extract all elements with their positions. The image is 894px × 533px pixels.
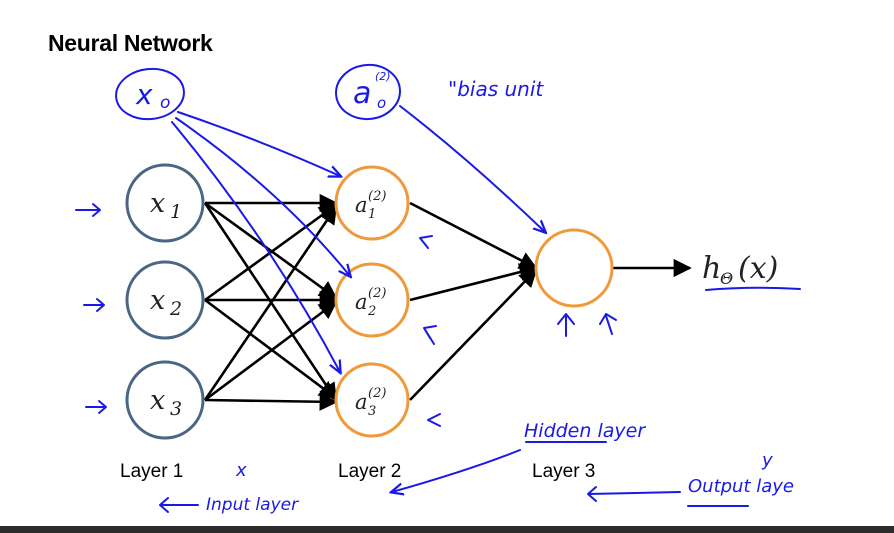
input-arrow-1 — [75, 203, 101, 217]
node-x3-sub: 3 — [170, 398, 182, 420]
output-theta: Θ — [720, 269, 733, 288]
node-a2-label: a — [355, 290, 368, 314]
input-layer-arrow — [159, 497, 199, 513]
output-arg: (x) — [738, 251, 778, 286]
node-a1-label: a — [355, 193, 368, 217]
node-x1-sub: 1 — [170, 201, 182, 223]
output-label: h Θ (x) — [702, 251, 801, 291]
node-a3 — [334, 362, 410, 438]
node-a2 — [334, 262, 410, 338]
layer-1-label: Layer 1 — [120, 461, 184, 482]
node-a1 — [334, 165, 410, 241]
node-output — [534, 228, 614, 308]
output-underline — [705, 286, 801, 291]
x0-arrow-a3 — [171, 121, 340, 372]
node-a1-sup: (2) — [368, 189, 386, 204]
node-a1-sub: 1 — [368, 207, 376, 222]
edge-x3-a2 — [204, 300, 338, 402]
node-x2-sub: 2 — [169, 298, 182, 320]
connection-lines — [203, 193, 692, 411]
layer-3-label: Layer 3 — [532, 461, 596, 482]
hidden-tick-3 — [427, 413, 441, 427]
hidden-layer-arrow — [392, 449, 521, 492]
node-a3-sup: (2) — [368, 386, 386, 401]
output-layer-note: Output laye — [688, 476, 794, 497]
node-x3 — [125, 360, 205, 440]
output-h: h — [702, 251, 721, 286]
edge-a2-out — [409, 263, 538, 302]
x-mark: x — [235, 460, 247, 481]
a0-sub: o — [377, 94, 386, 112]
node-a3-label: a — [355, 390, 368, 414]
output-layer-arrow — [587, 486, 681, 502]
x0-sub: o — [160, 93, 170, 113]
node-x2-label: x — [150, 285, 165, 316]
node-x2 — [125, 260, 205, 340]
page-title: Neural Network — [48, 30, 213, 56]
a0-sup: (2) — [375, 70, 391, 83]
input-arrow-3 — [85, 400, 107, 414]
node-x1-label: x — [150, 188, 165, 219]
node-a3-sub: 3 — [368, 404, 376, 419]
edge-x3-a3 — [204, 392, 338, 411]
x0-bias-circle — [115, 67, 185, 121]
node-a2-sub: 2 — [367, 304, 376, 319]
node-x3-label: x — [150, 385, 165, 416]
hidden-tick-2 — [423, 325, 437, 345]
a0-label: a — [353, 76, 371, 111]
a0-arrow-output — [399, 105, 545, 232]
hidden-layer-note: Hidden layer — [524, 420, 646, 442]
node-x1 — [125, 163, 205, 243]
output-up-arrow-2 — [599, 313, 617, 335]
x0-arrow-a1 — [177, 111, 340, 176]
hidden-tick-1 — [419, 235, 433, 249]
edge-a3-out — [409, 268, 538, 401]
a0-bias-circle — [335, 63, 401, 121]
edge-x1-a2 — [204, 201, 338, 300]
bias-unit-note: "bias unit — [448, 77, 544, 101]
edge-x2-a3 — [204, 298, 338, 400]
slide-bottom-bar — [0, 526, 894, 533]
input-layer-nodes: x 1 x 2 x 3 — [125, 163, 205, 440]
node-a2-sup: (2) — [368, 286, 386, 301]
x0-arrow-a2 — [175, 117, 350, 276]
input-layer-note: Input layer — [206, 495, 299, 515]
output-up-arrow-1 — [557, 313, 575, 337]
layer-2-label: Layer 2 — [338, 461, 402, 482]
handwritten-annotations: x o a (2) o "bias unit Hidden la — [75, 63, 794, 515]
y-mark: y — [761, 450, 773, 471]
input-arrow-2 — [83, 298, 105, 312]
edge-a1-out — [409, 201, 538, 270]
edge-x2-a1 — [204, 203, 338, 302]
hidden-layer-nodes: a (2) 1 a (2) 2 a (2) 3 — [334, 165, 410, 438]
edge-x3-a1 — [203, 205, 338, 401]
x0-label: x — [135, 78, 153, 111]
